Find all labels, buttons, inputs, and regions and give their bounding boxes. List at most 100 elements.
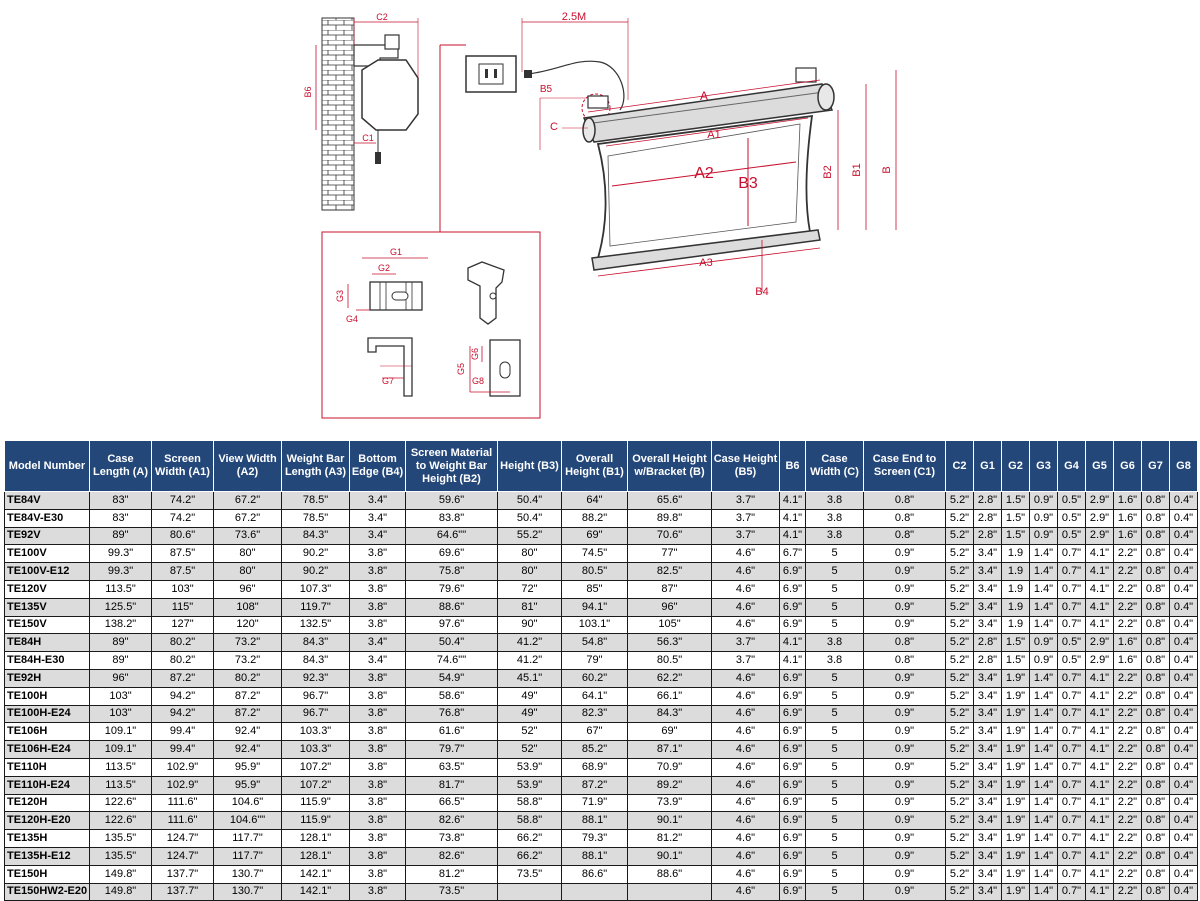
dim-label-c: C [550, 121, 558, 133]
table-cell: 5.2" [945, 544, 974, 564]
table-cell: 3.4" [973, 740, 1002, 759]
table-cell: 4.1" [1085, 579, 1114, 599]
table-cell: 80" [213, 544, 282, 564]
main-dimensions: A A1 A2 B3 A3 B4 B2 B1 B B5 C [539, 70, 897, 298]
table-cell: 2.2" [1113, 668, 1142, 688]
table-cell: 87.2" [561, 775, 628, 795]
table-cell: 0.4" [1169, 651, 1198, 670]
table-cell: 94.1" [561, 597, 628, 617]
side-view: C2 B6 C1 [303, 12, 419, 211]
table-cell: 3.4" [973, 882, 1002, 901]
table-cell: 5 [805, 704, 864, 724]
table-cell: 0.8" [1141, 579, 1170, 599]
model-number-cell: TE100H [4, 686, 90, 706]
table-cell: 73.8" [405, 829, 498, 848]
table-cell: 5 [805, 597, 864, 617]
table-cell: 5.2" [945, 775, 974, 795]
table-cell: 62.2" [627, 668, 712, 688]
table-cell: 3.8" [349, 829, 406, 848]
table-cell: 64" [561, 491, 628, 510]
column-header: G4 [1057, 440, 1086, 492]
table-cell: 0.7" [1057, 562, 1086, 581]
table-cell: 3.7" [711, 491, 780, 510]
table-cell: 0.8" [1141, 775, 1170, 795]
table-cell: 1.4" [1029, 704, 1058, 724]
table-cell: 1.4" [1029, 829, 1058, 848]
table-cell: 103" [151, 579, 214, 599]
table-cell: 88.6" [627, 864, 712, 884]
table-cell: 1.6" [1113, 526, 1142, 546]
table-cell: 60.2" [561, 668, 628, 688]
dim-label-cable: 2.5M [562, 11, 586, 23]
table-cell: 0.8" [1141, 668, 1170, 688]
table-cell: 4.6" [711, 562, 780, 581]
table-cell: 4.6" [711, 686, 780, 706]
table-cell: 70.6" [627, 526, 712, 546]
dim-label-a3: A3 [699, 257, 712, 269]
table-cell: 80" [213, 562, 282, 581]
model-number-cell: TE150HW2-E20 [4, 882, 90, 901]
table-cell: 137.7" [151, 864, 214, 884]
table-cell: 83" [89, 491, 152, 510]
table-cell: 120" [213, 615, 282, 635]
table-cell: 5.2" [945, 491, 974, 510]
table-cell: 79.6" [405, 579, 498, 599]
model-number-cell: TE106H [4, 722, 90, 742]
table-cell: 99.4" [151, 740, 214, 759]
table-cell: 2.9" [1085, 633, 1114, 653]
table-cell: 4.1" [779, 633, 806, 653]
table-cell: 103.1" [561, 615, 628, 635]
table-cell: 80.2" [151, 633, 214, 653]
dim-label-g5: G5 [456, 363, 466, 375]
table-cell: 111.6" [151, 811, 214, 831]
table-cell: 113.5" [89, 579, 152, 599]
table-cell: 0.8" [1141, 562, 1170, 581]
table-cell: 99.3" [89, 562, 152, 581]
table-cell: 0.7" [1057, 740, 1086, 759]
table-cell: 3.4" [973, 775, 1002, 795]
table-cell: 5 [805, 740, 864, 759]
table-cell: 56.3" [627, 633, 712, 653]
dim-label-b5: B5 [540, 84, 553, 95]
table-cell: 5.2" [945, 526, 974, 546]
view-area [607, 123, 801, 247]
table-cell: 4.1" [1085, 829, 1114, 848]
table-cell: 5 [805, 722, 864, 742]
table-cell: 5.2" [945, 633, 974, 653]
table-cell: 4.6" [711, 775, 780, 795]
dim-label-b3: B3 [738, 175, 758, 192]
dim-label-b: B [881, 166, 893, 173]
table-cell: 128.1" [281, 846, 350, 866]
table-cell: 6.9" [779, 757, 806, 777]
table-cell: 4.6" [711, 793, 780, 813]
table-cell: 0.9" [863, 686, 946, 706]
table-cell: 105" [627, 615, 712, 635]
table-cell: 81.7" [405, 775, 498, 795]
table-cell: 3.8" [349, 740, 406, 759]
column-header: B6 [779, 440, 806, 492]
table-cell: 103" [89, 686, 152, 706]
table-cell: 4.1" [1085, 686, 1114, 706]
table-cell: 78.5" [281, 508, 350, 528]
table-cell: 0.8" [1141, 491, 1170, 510]
table-cell: 0.5" [1057, 491, 1086, 510]
table-cell: 90" [497, 615, 562, 635]
table-cell: 5 [805, 775, 864, 795]
table-cell: 83" [89, 508, 152, 528]
table-cell: 5.2" [945, 846, 974, 866]
table-cell: 73.2" [213, 651, 282, 670]
table-cell: 3.4" [973, 829, 1002, 848]
column-header: Weight Bar Length (A3) [281, 440, 350, 492]
table-cell: 94.2" [151, 686, 214, 706]
table-cell: 0.7" [1057, 668, 1086, 688]
model-number-cell: TE135H-E12 [4, 846, 90, 866]
table-cell: 0.8" [1141, 740, 1170, 759]
model-number-cell: TE106H-E24 [4, 740, 90, 759]
table-cell: 59.6" [405, 491, 498, 510]
table-cell: 50.4" [497, 491, 562, 510]
table-cell: 0.4" [1169, 686, 1198, 706]
